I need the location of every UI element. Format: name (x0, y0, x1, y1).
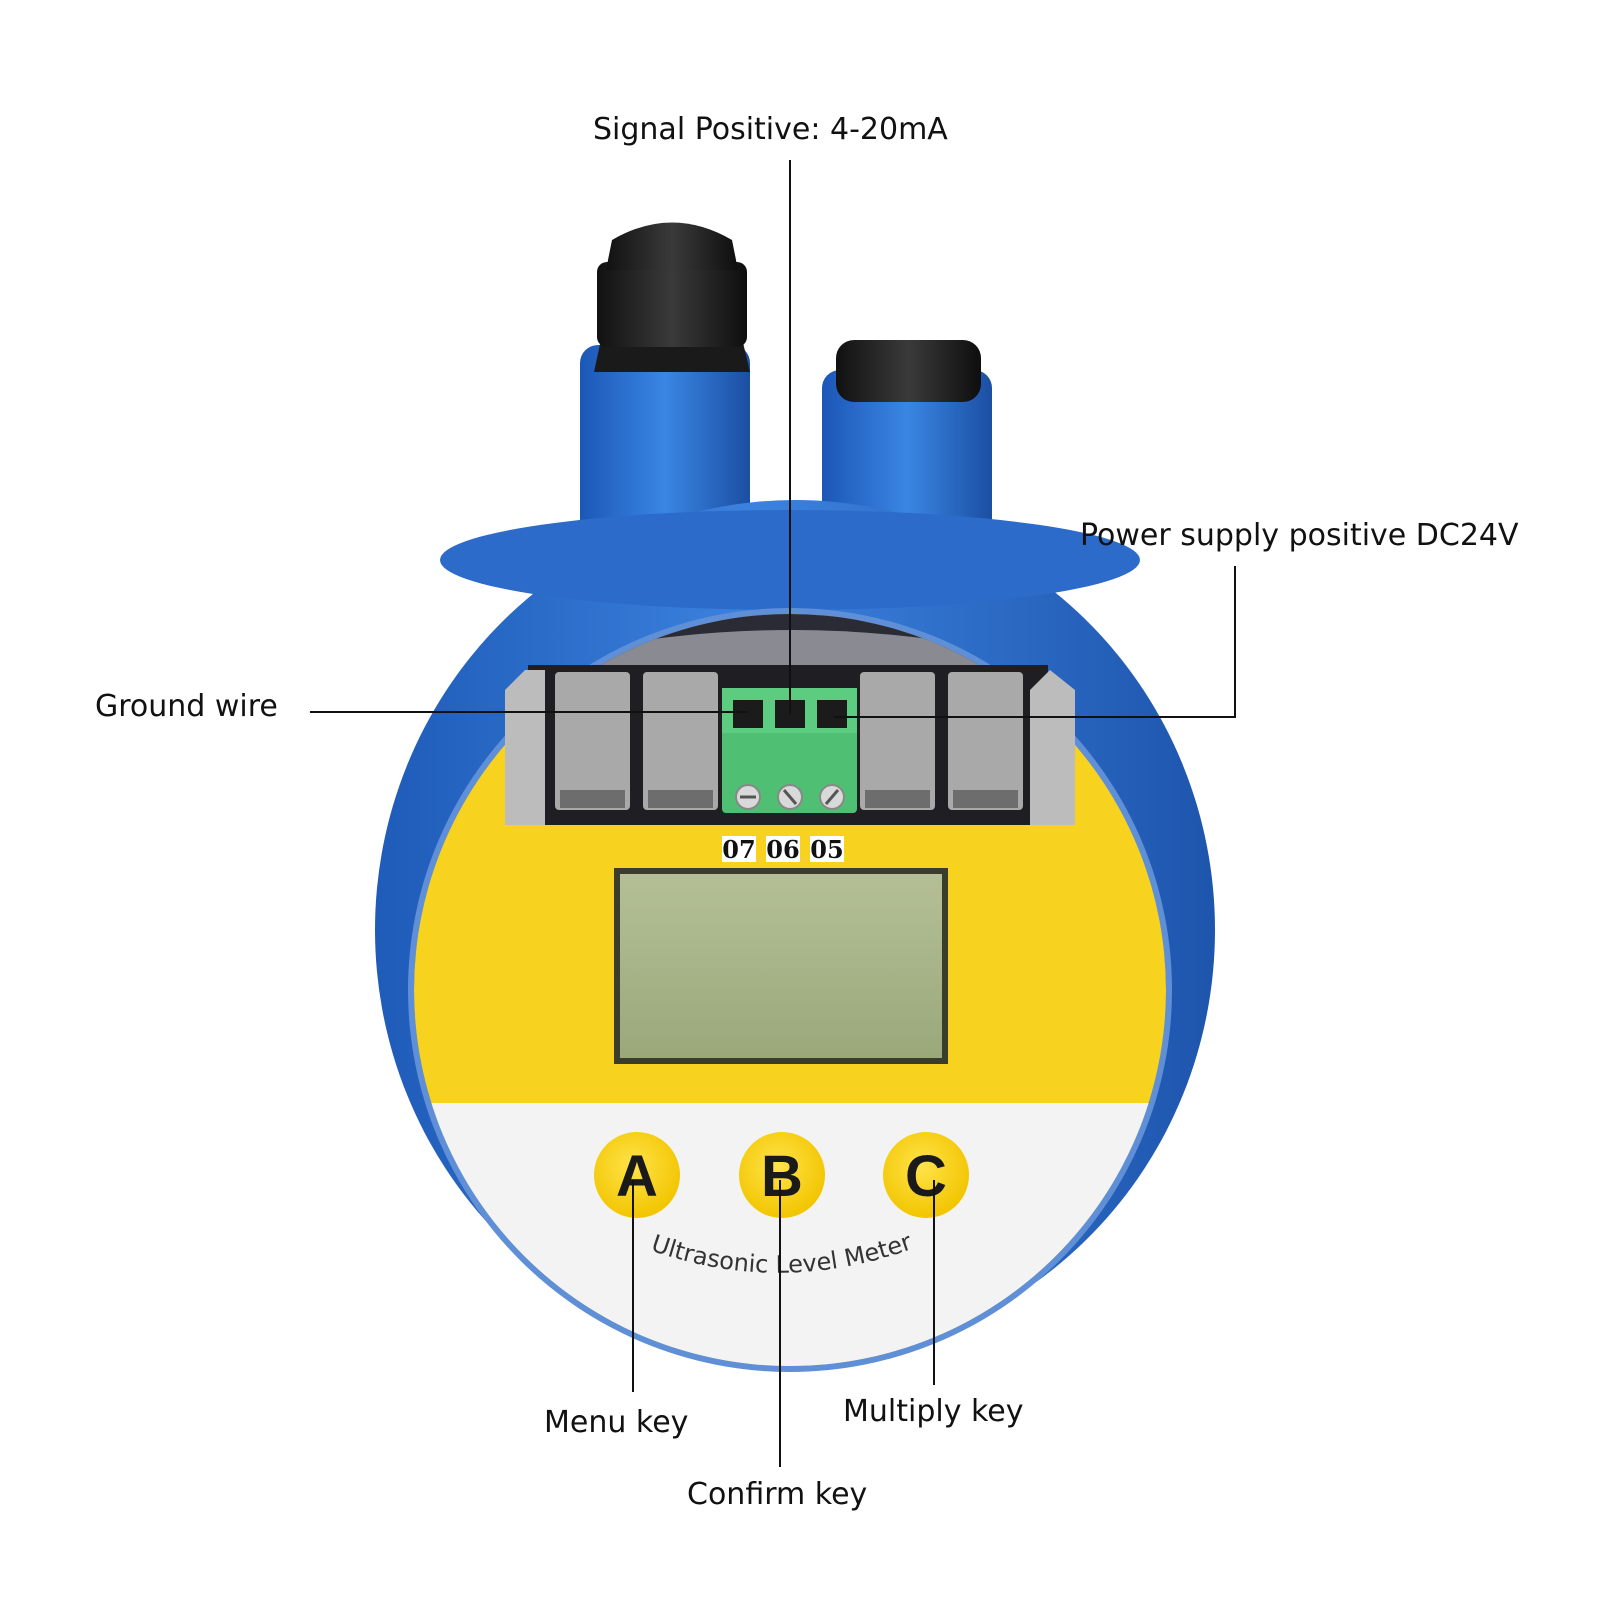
leader-power (834, 566, 1236, 718)
key-c-button[interactable]: C (883, 1132, 969, 1218)
terminal-label-06: 06 (766, 835, 799, 864)
key-c-letter: C (905, 1144, 947, 1209)
callout-ground-wire: Ground wire (95, 689, 278, 724)
terminal-slot (948, 672, 1023, 810)
key-b-button[interactable]: B (739, 1132, 825, 1218)
key-b-letter: B (761, 1144, 803, 1209)
callout-signal-positive: Signal Positive: 4-20mA (593, 112, 948, 147)
terminal-label-05: 05 (810, 835, 843, 864)
callout-menu-key: Menu key (544, 1405, 689, 1440)
callout-confirm-key: Confirm key (687, 1477, 868, 1512)
terminal-block (505, 665, 1075, 825)
lcd-display (614, 868, 948, 1064)
key-a-letter: A (616, 1144, 658, 1209)
terminal-slot (555, 672, 630, 810)
left-cable-gland (580, 222, 750, 565)
terminal-label-07: 07 (722, 835, 755, 864)
terminal-slot (643, 672, 718, 810)
leader-lines (310, 160, 1236, 1467)
terminal-numbers: 07 06 05 (722, 835, 844, 864)
callout-power-supply: Power supply positive DC24V (1080, 518, 1519, 553)
callout-multiply-key: Multiply key (843, 1394, 1024, 1429)
terminal-slot (860, 672, 935, 810)
key-a-button[interactable]: A (594, 1132, 680, 1218)
